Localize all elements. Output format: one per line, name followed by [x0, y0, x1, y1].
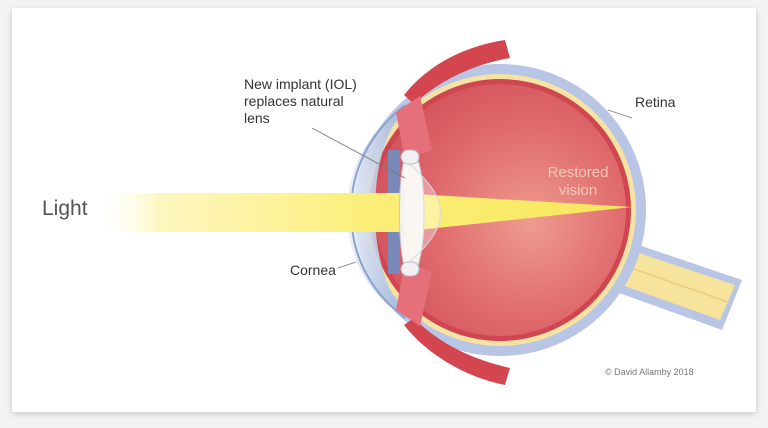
- retina-leader-line: [607, 109, 633, 119]
- implant-leader-line: [311, 127, 406, 179]
- copyright-credit: © David Allamby 2018: [605, 367, 694, 377]
- restored-vision-label: Restored vision: [547, 164, 609, 199]
- iris-top: [396, 96, 432, 160]
- intraocular-lens: [399, 149, 441, 277]
- implant-label: New implant (IOL) replaces natural lens: [244, 76, 357, 126]
- retina-label: Retina: [635, 94, 676, 110]
- eye-muscle-top: [404, 40, 510, 104]
- cornea-leader-line: [337, 261, 357, 269]
- light-label: Light: [42, 197, 88, 220]
- light-beam: [95, 193, 632, 232]
- cornea-label: Cornea: [290, 262, 336, 278]
- eye-muscle-bottom: [404, 318, 510, 385]
- iris-bottom: [396, 262, 432, 326]
